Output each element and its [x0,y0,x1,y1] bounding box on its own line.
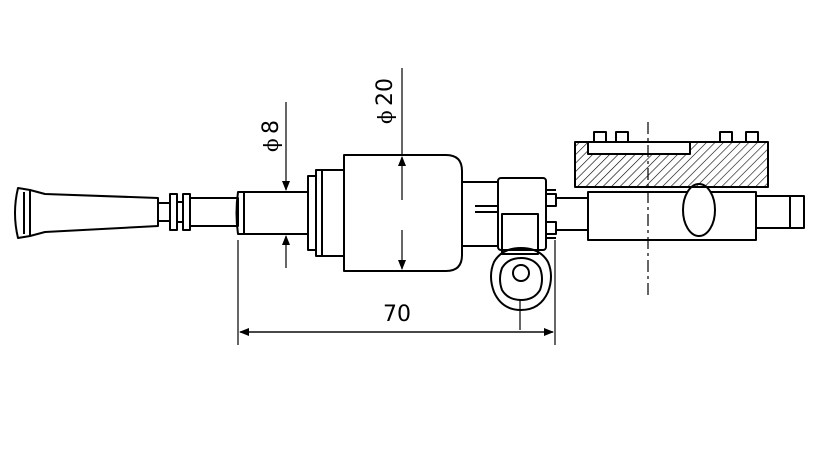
roller-bracket [475,177,557,255]
right-housing [556,183,805,241]
shaft-phi8 [235,191,309,235]
dimension-phi20-symbol: ϕ [373,110,397,124]
clamp-block [574,131,769,188]
body-phi20 [343,154,498,272]
roller-wheel [490,247,552,311]
dimension-phi8-symbol: ϕ [259,138,283,152]
dimension-length-label: 70 [383,302,411,327]
handle-neck [157,193,239,231]
flange [307,169,345,257]
dimension-phi20-label: 20 [373,78,398,106]
tapered-handle [14,187,159,239]
dimension-length [237,240,556,345]
dimension-phi8-label: 8 [259,120,284,134]
